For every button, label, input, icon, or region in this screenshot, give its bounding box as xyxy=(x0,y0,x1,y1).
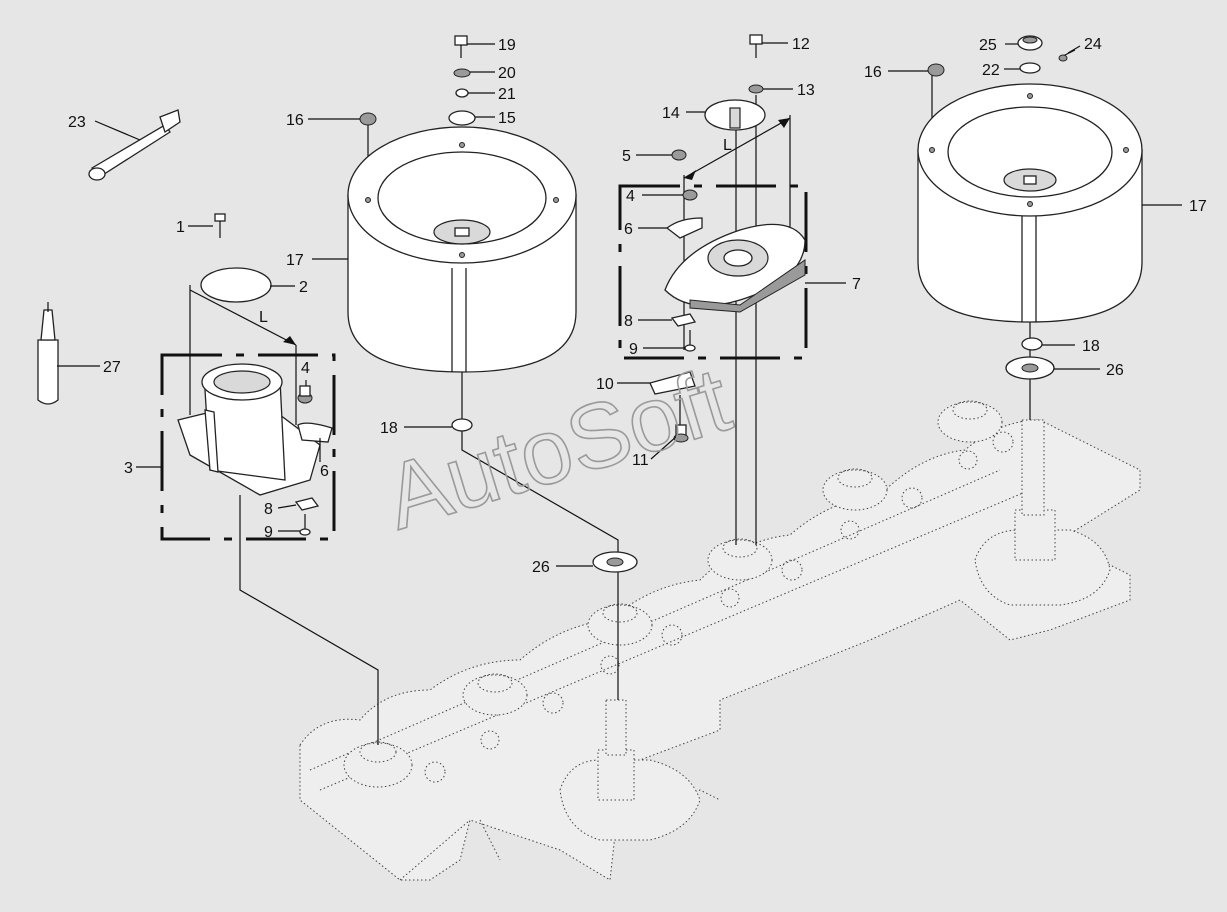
part-27-sealant-tube xyxy=(37,302,59,405)
dimension-l-right: L xyxy=(723,137,732,154)
part-22-washer xyxy=(1019,62,1041,74)
cutter-bar xyxy=(299,419,1141,881)
callout-15: 15 xyxy=(498,110,516,127)
callout-9-right: 9 xyxy=(629,341,638,358)
part-10-blade xyxy=(649,371,696,395)
part-23-wrench xyxy=(88,109,181,181)
callout-17-right: 17 xyxy=(1189,198,1207,215)
callout-3: 3 xyxy=(124,460,133,477)
hub-6 xyxy=(937,400,1003,443)
part-8-clip-right xyxy=(670,313,697,327)
callout-23: 23 xyxy=(68,114,86,131)
callout-13: 13 xyxy=(797,82,815,99)
drum-base-group-box xyxy=(160,353,336,541)
part-12-bolt xyxy=(749,34,763,58)
callout-18-right: 18 xyxy=(1082,338,1100,355)
callout-5: 5 xyxy=(622,148,631,165)
callout-22: 22 xyxy=(982,62,1000,79)
part-18-seal-left xyxy=(451,418,473,432)
callout-27: 27 xyxy=(103,359,121,376)
part-6-holder-right xyxy=(665,217,703,239)
callout-11: 11 xyxy=(632,452,649,469)
drum-base xyxy=(177,363,333,496)
part-5-nut xyxy=(671,149,687,161)
callout-10: 10 xyxy=(596,376,614,393)
callout-17-left: 17 xyxy=(286,252,304,269)
bearing-rings xyxy=(424,431,1014,783)
callout-20: 20 xyxy=(498,65,516,82)
part-14-cap xyxy=(704,99,766,131)
dimension-l-left: L xyxy=(259,309,268,326)
callout-12: 12 xyxy=(792,36,810,53)
part-4-nut-right xyxy=(682,189,698,201)
hub-2 xyxy=(462,673,528,716)
callout-2: 2 xyxy=(299,279,308,296)
right-drum xyxy=(917,83,1143,323)
part-11-bolt xyxy=(673,424,689,443)
callout-1: 1 xyxy=(176,219,185,236)
part-16-cap-left xyxy=(359,112,377,126)
part-2-plate xyxy=(200,267,272,303)
hub-1 xyxy=(343,741,413,788)
leader-lines xyxy=(57,42,1182,567)
part-9-bolt-left xyxy=(299,514,311,536)
right-gearbox xyxy=(974,419,1111,606)
callout-25: 25 xyxy=(979,37,997,54)
callout-16-right: 16 xyxy=(864,64,882,81)
callout-4-left: 4 xyxy=(301,360,310,377)
part-19-bolt xyxy=(454,35,468,58)
watermark-text: AutoSoft xyxy=(374,348,741,549)
left-gearbox xyxy=(559,699,701,841)
callout-18-left: 18 xyxy=(380,420,398,437)
callout-6-right: 6 xyxy=(624,221,633,238)
callout-8-left: 8 xyxy=(264,501,273,518)
part-13-washer xyxy=(748,84,764,94)
callout-14: 14 xyxy=(662,105,680,122)
callout-9-left: 9 xyxy=(264,524,273,541)
callout-8-right: 8 xyxy=(624,313,633,330)
disc-group-box xyxy=(618,184,808,360)
cutting-disc xyxy=(664,223,806,313)
callout-4-right: 4 xyxy=(626,188,635,205)
part-1-bolt xyxy=(214,213,226,238)
hub-4 xyxy=(707,538,773,581)
part-16-cap-right xyxy=(927,63,945,77)
part-21-washer xyxy=(455,88,469,98)
callout-24: 24 xyxy=(1084,36,1102,53)
hub-5 xyxy=(822,468,888,511)
small-parts xyxy=(37,34,1076,573)
callouts: 1 2 3 4 6 8 9 27 23 16 17 19 20 21 15 18… xyxy=(68,36,1207,576)
cutter-hubs xyxy=(343,400,1014,788)
part-20-washer xyxy=(453,68,471,78)
callout-19: 19 xyxy=(498,37,516,54)
part-18-seal-right xyxy=(1021,337,1043,351)
callout-21: 21 xyxy=(498,86,516,103)
left-drum xyxy=(347,126,577,373)
part-25-bearing xyxy=(1017,35,1043,51)
callout-6-left: 6 xyxy=(320,463,329,480)
callout-26-right: 26 xyxy=(1106,362,1124,379)
part-24-screw xyxy=(1058,49,1076,62)
part-4-nut-left xyxy=(297,385,313,404)
part-8-clip-left xyxy=(294,497,320,511)
hub-3 xyxy=(587,603,653,646)
callout-16-left: 16 xyxy=(286,112,304,129)
part-9-bolt-right xyxy=(684,330,696,352)
part-15-washer xyxy=(448,110,476,126)
callout-7: 7 xyxy=(852,276,861,293)
callout-26-left: 26 xyxy=(532,559,550,576)
